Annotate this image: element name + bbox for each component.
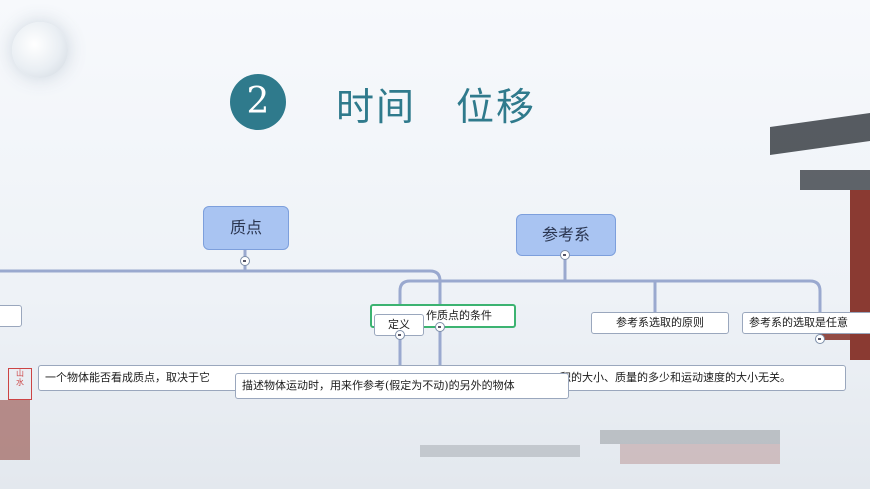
definition-text: 描述物体运动时，用来作参考(假定为不动)的另外的物体 [242, 379, 515, 392]
definition-text-box[interactable]: 描述物体运动时，用来作参考(假定为不动)的另外的物体 [235, 373, 569, 399]
page-title: 时间 位移 [336, 85, 537, 129]
sub-principle-label: 参考系选取的原则 [616, 316, 704, 329]
title-number-badge: 2 [230, 74, 286, 130]
sub-definition[interactable]: 定义 [374, 314, 424, 336]
condition-text-left: 一个物体能否看成质点，取决于它 [45, 371, 210, 384]
left-edge-box[interactable] [0, 305, 22, 327]
seal-stamp-decoration: 山水 [8, 368, 32, 400]
node-cankaoxi[interactable]: 参考系 [516, 214, 616, 256]
collapse-zhidian-icon[interactable] [240, 256, 250, 266]
collapse-cankaoxi-icon[interactable] [560, 250, 570, 260]
node-cankaoxi-label: 参考系 [541, 225, 590, 244]
collapse-arbitrary-icon[interactable] [815, 334, 825, 344]
sub-arbitrary[interactable]: 参考系的选取是任意 [742, 312, 870, 334]
moon-decoration [12, 22, 68, 78]
sub-condition-label: 作质点的条件 [426, 309, 492, 322]
sub-definition-label: 定义 [388, 318, 410, 331]
collapse-condition-icon[interactable] [435, 322, 445, 332]
collapse-definition-icon[interactable] [395, 330, 405, 340]
sub-principle[interactable]: 参考系选取的原则 [591, 312, 729, 334]
node-zhidian[interactable]: 质点 [203, 206, 289, 250]
condition-text-right: 积的大小、质量的多少和运动速度的大小无关。 [560, 371, 791, 384]
sub-arbitrary-label: 参考系的选取是任意 [749, 316, 848, 329]
node-zhidian-label: 质点 [229, 218, 262, 237]
